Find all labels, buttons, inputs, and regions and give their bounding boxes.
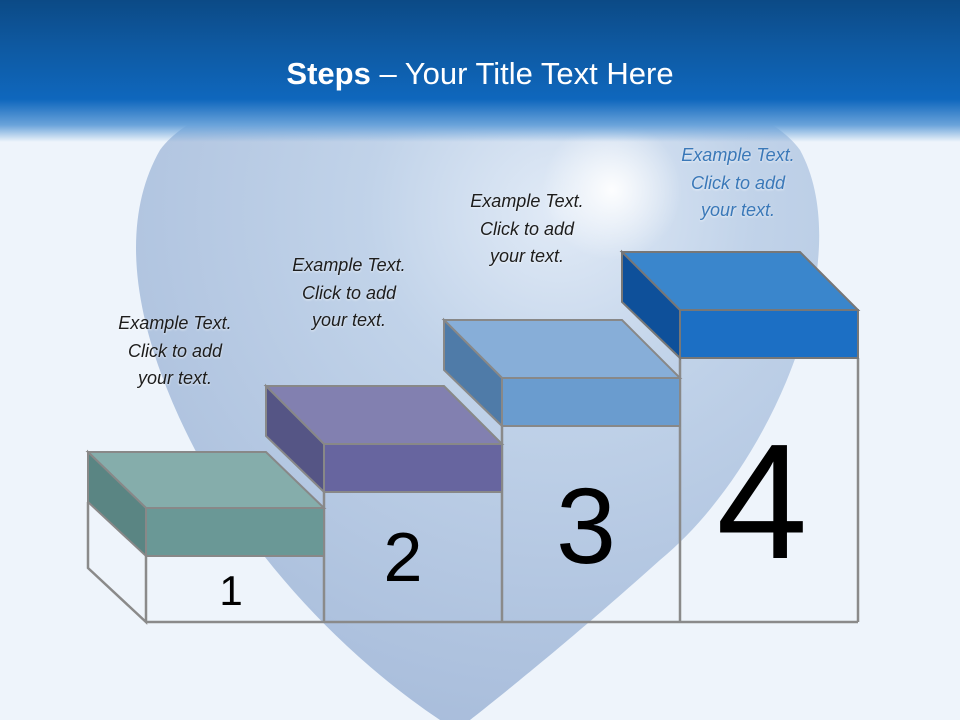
step-1-caption-line-3: your text. (137, 368, 213, 388)
step-3-caption-line-3: your text. (489, 246, 565, 266)
step-3-caption-line-1: Example Text. (470, 191, 584, 211)
step-2-block[interactable] (263, 383, 505, 495)
step-4-caption-line-1: Example Text. (681, 145, 795, 165)
background-glow (542, 120, 682, 260)
step-3-caption-line-2: Click to add (479, 218, 575, 239)
step-1-caption[interactable]: Example Text. Click to add your text. (65, 310, 285, 393)
header-bar (0, 0, 960, 142)
title-rest: – Your Title Text Here (370, 56, 674, 91)
step-1-number: 1 (219, 567, 243, 614)
step-2-number: 2 (383, 518, 423, 596)
step-3-number: 3 (555, 465, 617, 586)
step-3-caption[interactable]: Example Text. Click to add your text. (417, 188, 637, 271)
step-1-caption-line-1: Example Text. (118, 313, 232, 333)
step-4-caption-line-2: Click to add (690, 172, 786, 193)
step-3-block[interactable] (441, 317, 683, 429)
step-2-caption[interactable]: Example Text. Click to add your text. (239, 252, 459, 335)
step-2-front (323, 443, 503, 493)
step-4-caption-line-3: your text. (700, 200, 776, 220)
step-1-block[interactable] (85, 449, 327, 559)
step-2-caption-line-3: your text. (311, 310, 387, 330)
step-1-front (145, 507, 325, 557)
step-3-front (501, 377, 681, 427)
step-1-frame (86, 502, 324, 625)
step-2-caption-line-2: Click to add (301, 282, 397, 303)
step-4-caption[interactable]: Example Text. Click to add your text. (628, 142, 848, 225)
step-4-block[interactable] (619, 249, 861, 361)
page-title[interactable]: Steps – Your Title Text Here (0, 52, 960, 96)
step-4-number: 4 (716, 410, 808, 593)
step-4-front (679, 309, 859, 359)
step-1-caption-line-2: Click to add (127, 340, 223, 361)
step-2-caption-line-1: Example Text. (292, 255, 406, 275)
title-bold: Steps (286, 56, 371, 91)
